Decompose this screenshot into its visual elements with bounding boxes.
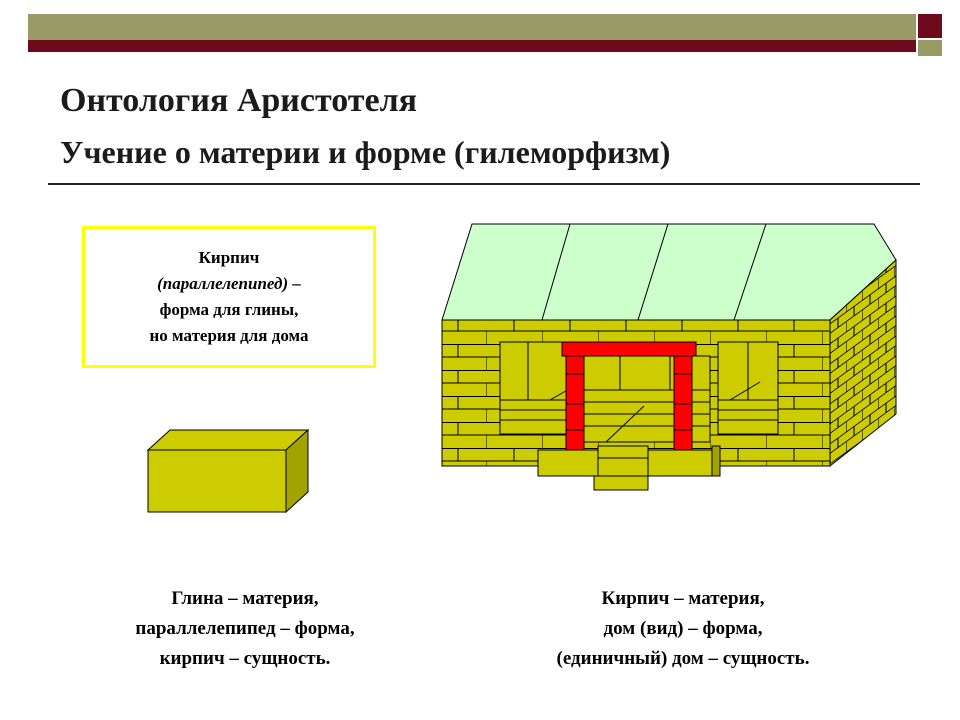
- title-divider: [48, 183, 920, 185]
- corner-square: [918, 14, 942, 38]
- caption-line: параллелепипед – форма,: [135, 618, 355, 639]
- note-line: но материя для дома: [149, 326, 309, 345]
- note-line: форма для глины,: [159, 300, 299, 319]
- top-bar-accent: [28, 40, 916, 52]
- caption-line: Кирпич – материя,: [601, 588, 765, 609]
- caption-right: Кирпич – материя, дом (вид) – форма, (ед…: [488, 584, 878, 674]
- brick-house-illustration: [441, 223, 897, 491]
- note-line: (параллелепипед) –: [157, 274, 301, 293]
- caption-line: дом (вид) – форма,: [603, 618, 763, 639]
- note-line: Кирпич: [198, 248, 260, 267]
- slide-title: Онтология Аристотеля: [60, 82, 418, 119]
- brick-illustration: [146, 428, 310, 514]
- corner-square-lower: [918, 40, 942, 56]
- note-box: Кирпич (параллелепипед) – форма для глин…: [82, 226, 376, 368]
- caption-line: кирпич – сущность.: [159, 648, 331, 669]
- caption-left: Глина – материя, параллелепипед – форма,…: [80, 584, 410, 674]
- top-bar: [28, 14, 916, 40]
- slide-subtitle: Учение о материи и форме (гилеморфизм): [60, 134, 671, 170]
- caption-line: Глина – материя,: [171, 588, 319, 609]
- caption-line: (единичный) дом – сущность.: [556, 648, 810, 669]
